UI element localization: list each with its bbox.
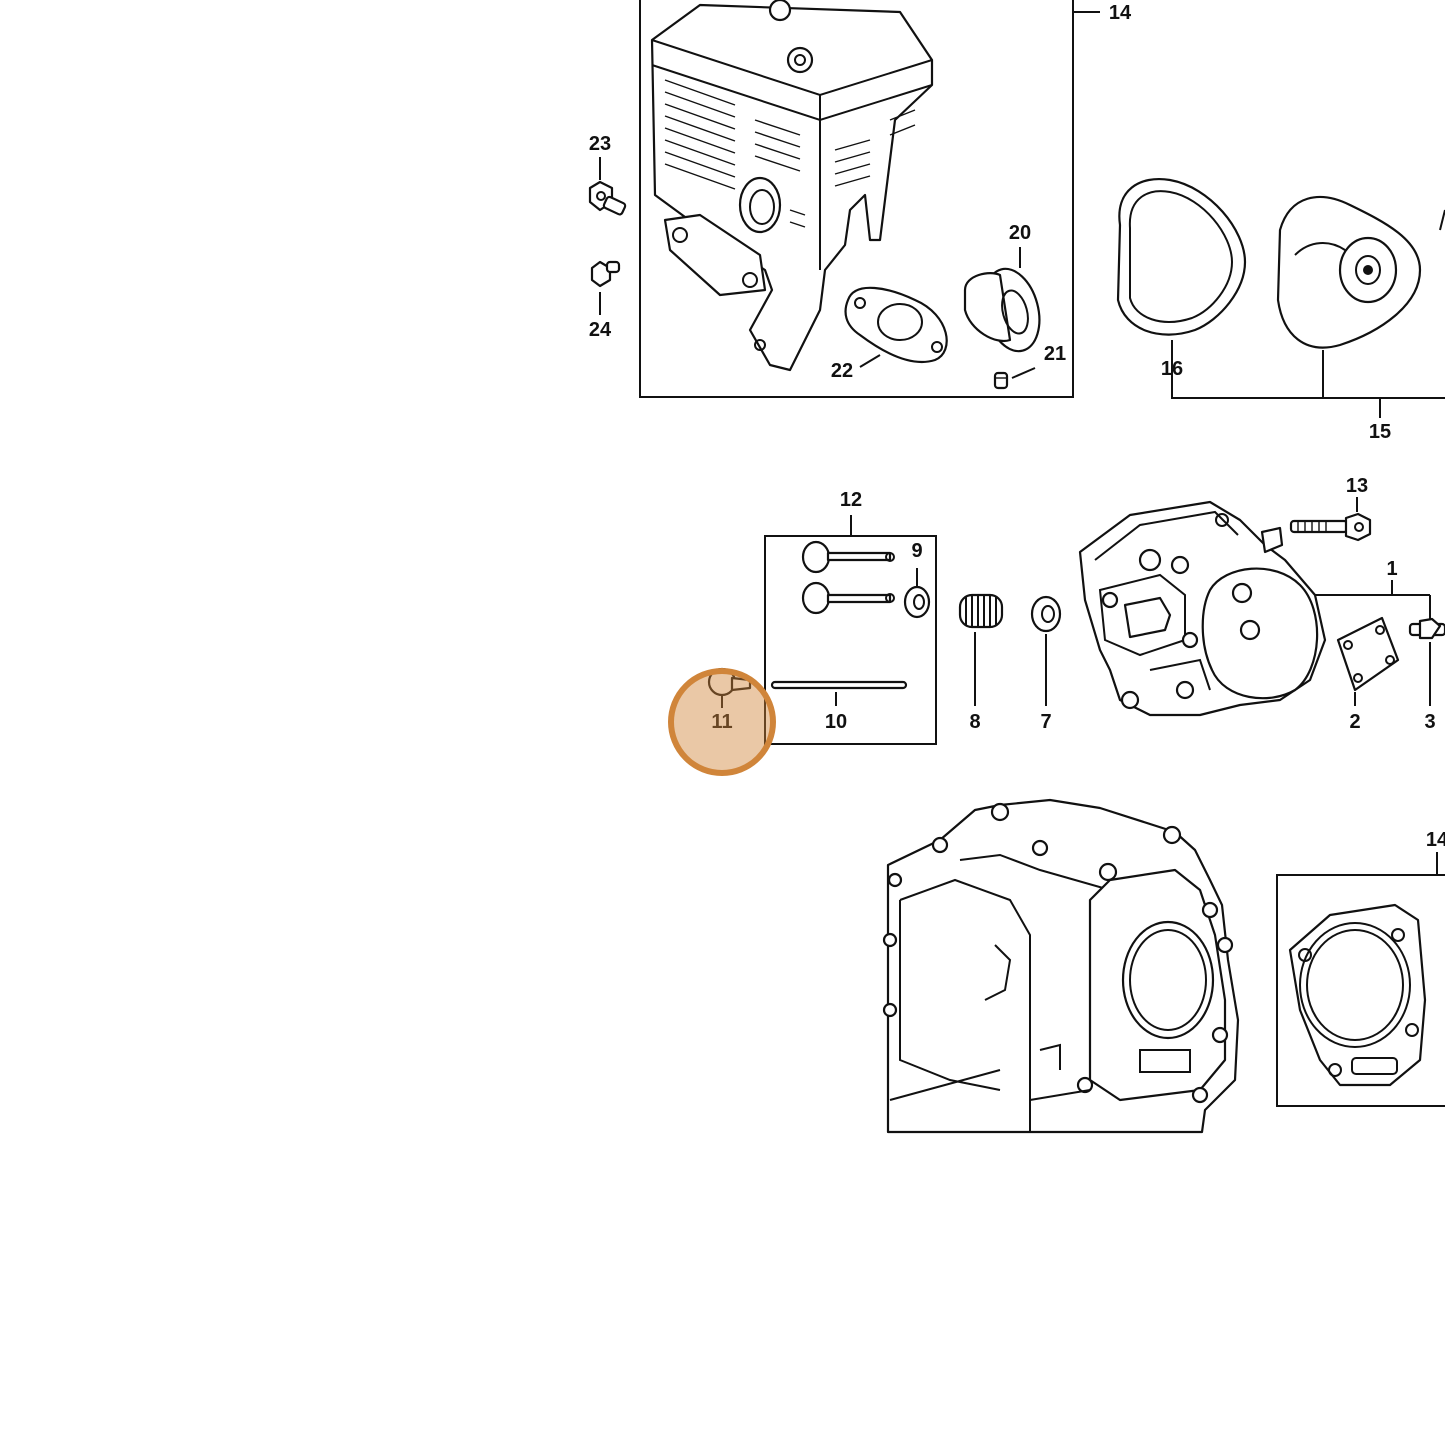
muffler-group — [639, 0, 1100, 398]
callout-23: 24 — [589, 319, 612, 341]
exhaust-valve[interactable] — [801, 581, 895, 615]
part-2-plate[interactable] — [1336, 616, 1400, 706]
part-23-bolt[interactable] — [590, 260, 621, 288]
callout-14-visible: 14 — [1426, 829, 1445, 851]
part-21-screw[interactable] — [993, 371, 1009, 390]
callout-1: 1 — [1386, 558, 1397, 580]
callout-21: 21 — [1044, 343, 1066, 365]
callout-labels: 14 23 24 20 21 22 16 15 12 13 9 1 11 10 … — [589, 2, 1445, 851]
part-7-retainer[interactable] — [1030, 595, 1062, 706]
callout-7: 7 — [1040, 711, 1051, 733]
callout-12: 12 — [840, 489, 862, 511]
callout-13: 13 — [1346, 475, 1368, 497]
crankcase[interactable] — [882, 798, 1240, 1134]
part-8-valve-spring[interactable] — [958, 593, 1004, 706]
callout-8: 8 — [969, 711, 980, 733]
part-14-head-gasket[interactable] — [1288, 903, 1427, 1087]
head-gasket-box — [1276, 874, 1445, 1107]
muffler[interactable] — [650, 0, 934, 372]
callout-10: 10 — [825, 711, 847, 733]
muffler-group-box — [639, 0, 1074, 398]
valve-group — [707, 515, 937, 745]
callout-24: 22 — [831, 360, 853, 382]
part-3-stud[interactable] — [1408, 617, 1445, 706]
callout-11: 11 — [711, 711, 732, 733]
callout-3: 3 — [1424, 711, 1435, 733]
part-10-push-rod[interactable] — [770, 680, 908, 706]
callout-15: 15 — [1369, 421, 1391, 443]
part-20-exhaust-guide[interactable] — [963, 263, 1048, 358]
callout-9: 9 — [911, 540, 922, 562]
callout-19: 14 — [1109, 2, 1132, 24]
part-16-seal[interactable] — [1116, 178, 1247, 336]
part-11-tappet[interactable] — [707, 667, 752, 708]
part-15-air-cleaner-cover[interactable] — [1276, 195, 1445, 349]
callout-16: 16 — [1161, 358, 1183, 380]
callout-2: 2 — [1349, 711, 1360, 733]
part-22-bolt[interactable] — [588, 180, 627, 216]
head-gasket-group — [1276, 852, 1445, 1107]
part-13-head-bolt[interactable] — [1289, 497, 1372, 542]
part-1-cylinder-head[interactable] — [1078, 500, 1327, 717]
highlight-circle — [668, 668, 776, 776]
valve-group-box — [764, 535, 937, 745]
callout-22: 23 — [589, 133, 611, 155]
intake-valve[interactable] — [801, 540, 895, 574]
callout-20: 20 — [1009, 222, 1031, 244]
part-9-valve-cap[interactable] — [903, 568, 931, 619]
part-24-gasket[interactable] — [844, 286, 948, 364]
